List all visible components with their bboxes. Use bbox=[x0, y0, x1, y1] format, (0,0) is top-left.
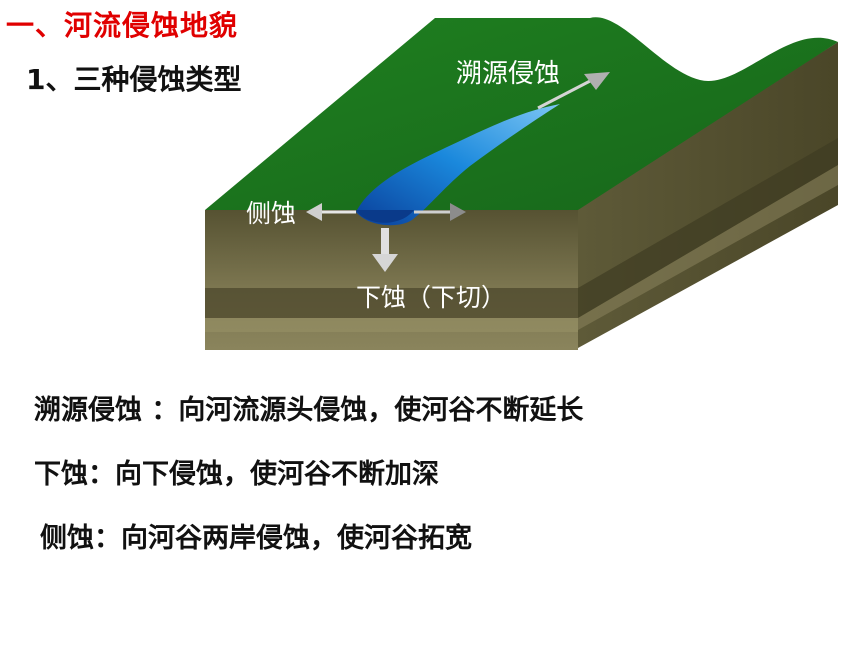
front-stratum-band bbox=[205, 288, 578, 318]
headward-arrow-head-icon bbox=[584, 72, 610, 90]
side-stratum-band bbox=[578, 165, 838, 330]
front-stratum-band bbox=[205, 318, 578, 332]
river-erosion-block-diagram: 溯源侵蚀 侧蚀 下蚀（下切） bbox=[205, 17, 838, 350]
description-headward-erosion: 溯源侵蚀 ：向河流源头侵蚀，使河谷不断延长 bbox=[34, 395, 584, 426]
label-headward-erosion: 溯源侵蚀 bbox=[456, 59, 560, 89]
label-lateral-erosion: 侧蚀 bbox=[246, 199, 296, 228]
lateral-arrow-right-head-icon bbox=[450, 203, 466, 221]
subsection-heading: 1、三种侵蚀类型 bbox=[26, 63, 242, 96]
description-downward-erosion: 下蚀：向下侵蚀，使河谷不断加深 bbox=[34, 459, 439, 490]
river-cross-section bbox=[356, 210, 414, 223]
headward-arrow-shaft bbox=[537, 78, 593, 110]
lateral-arrow-left-head-icon bbox=[306, 203, 322, 221]
description-lateral-erosion: 侧蚀：向河谷两岸侵蚀，使河谷拓宽 bbox=[40, 523, 472, 554]
downward-arrow-head-icon bbox=[372, 254, 398, 272]
section-heading: 一、河流侵蚀地貌 bbox=[6, 9, 239, 42]
grass-surface bbox=[205, 17, 838, 210]
river-channel bbox=[356, 104, 560, 226]
label-downward-erosion: 下蚀（下切） bbox=[356, 283, 506, 312]
side-stratum-band bbox=[578, 138, 838, 318]
